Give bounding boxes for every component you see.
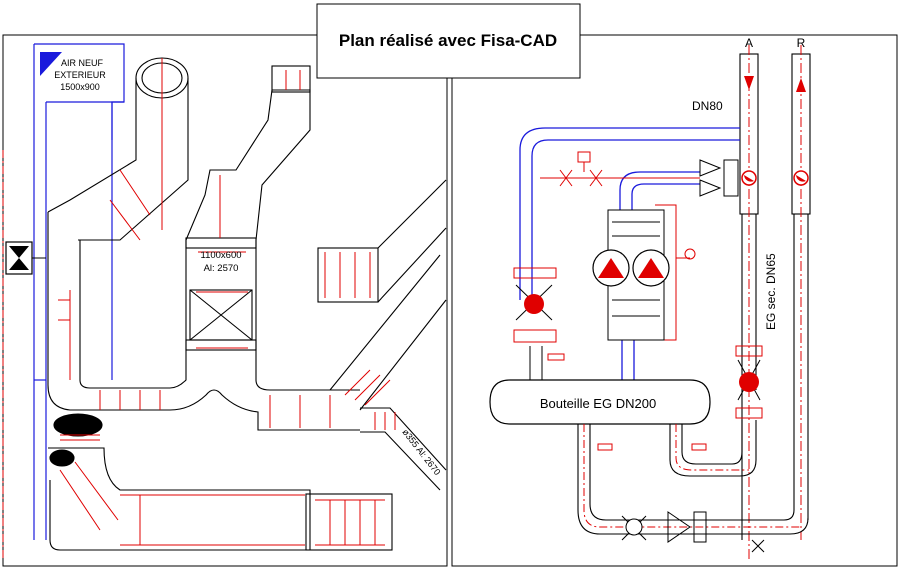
loop-valves <box>597 443 765 553</box>
blue-pipe <box>519 127 740 380</box>
damper-icon <box>5 241 33 275</box>
left-valve-icon <box>513 267 565 380</box>
pump-group <box>592 209 670 341</box>
diagonal-duct-label: ø355 Al: 2670 <box>400 427 442 477</box>
label-dn65: EG sec. DN65 <box>764 253 778 330</box>
arrow-down-icon <box>744 76 754 90</box>
air-label-1: AIR NEUF <box>61 58 104 68</box>
arrow-up-icon <box>796 78 806 92</box>
label-r: R <box>797 36 806 50</box>
lower-loop <box>577 420 809 535</box>
unit-label-2: Al: 2570 <box>204 263 239 274</box>
axis-lines-right <box>748 45 802 560</box>
label-a: A <box>745 36 753 50</box>
loop-axis <box>583 424 801 528</box>
duct-outline <box>47 57 447 551</box>
page-title: Plan réalisé avec Fisa-CAD <box>339 31 557 50</box>
fresh-air-intake <box>33 43 125 540</box>
label-dn80: DN80 <box>692 99 723 113</box>
control-valve-icon <box>699 159 739 197</box>
bouteille-tank: Bouteille EG DN200 <box>489 379 711 425</box>
duct-section-lines <box>58 58 396 546</box>
control-line <box>540 151 700 341</box>
air-label-3: 1500x900 <box>60 82 100 92</box>
unit-label-1: 1100x600 <box>200 250 241 261</box>
frame <box>2 34 898 567</box>
right-hydraulic-plan: A R DN80 EG sec. DN65 <box>489 36 811 560</box>
air-label-2: EXTERIEUR <box>54 70 106 80</box>
right-valve-icon <box>735 345 763 419</box>
title-box: Plan réalisé avec Fisa-CAD <box>316 3 581 79</box>
left-duct-plan: AIR NEUF EXTERIEUR 1500x900 <box>2 43 447 560</box>
bouteille-label: Bouteille EG DN200 <box>540 396 656 411</box>
intake-arrow-icon <box>40 52 62 76</box>
